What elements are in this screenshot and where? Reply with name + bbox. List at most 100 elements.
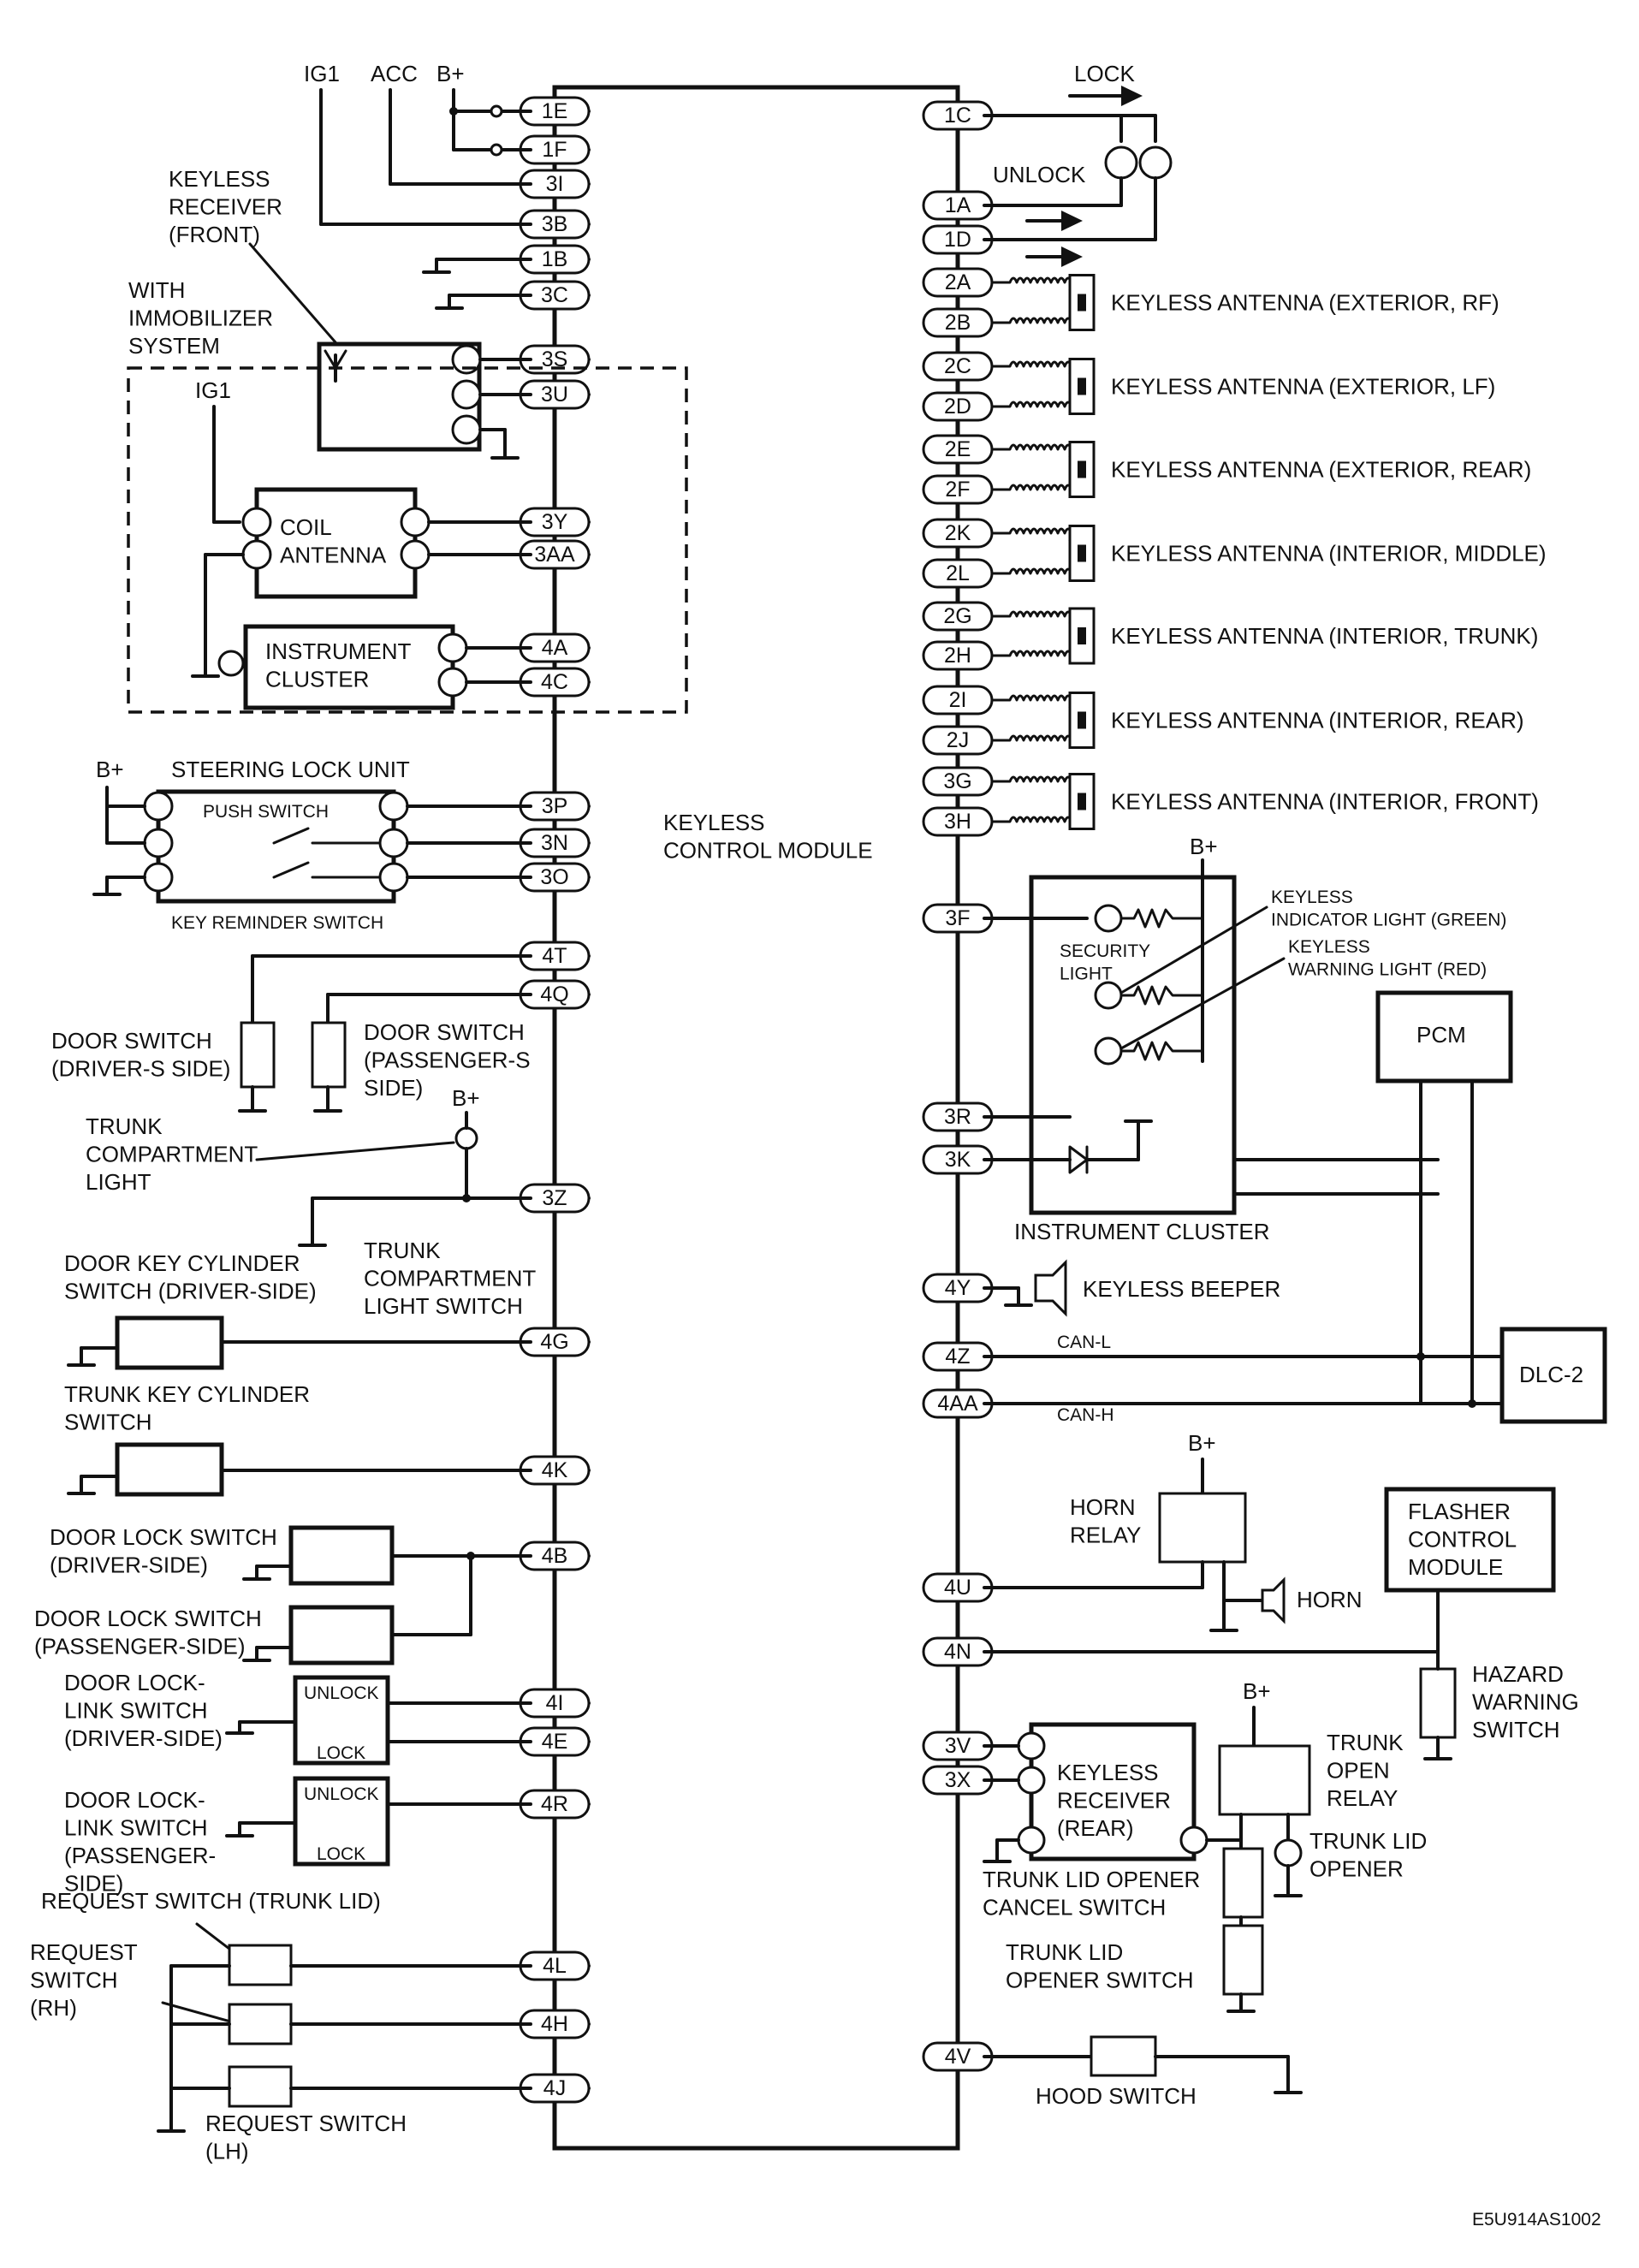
connector-pin: 4G — [519, 1327, 591, 1357]
connector-pin: 3I — [519, 169, 591, 199]
pin-label: 3R — [944, 1105, 971, 1129]
pin-label: 2C — [944, 354, 971, 378]
connector-pin: 2G — [922, 601, 994, 632]
pin-label: 3H — [944, 810, 971, 834]
pin-label: 3G — [943, 769, 971, 793]
request-switch-lh-label: REQUEST SWITCH(LH) — [205, 2111, 407, 2164]
push-switch-label: PUSH SWITCH — [203, 802, 329, 822]
keyless-antenna: KEYLESS ANTENNA (EXTERIOR, REAR) — [990, 441, 1531, 498]
connector-pin: 3V — [922, 1731, 994, 1761]
connector-pin: 1F — [519, 134, 591, 165]
keyless-antenna: KEYLESS ANTENNA (INTERIOR, REAR) — [990, 692, 1524, 749]
door-lock-switches: DOOR LOCK SWITCH(DRIVER-SIDE) DOOR LOCK … — [34, 1524, 532, 1665]
unlock-tag-driver: UNLOCK — [304, 1683, 379, 1703]
pin-label: 2I — [949, 688, 967, 712]
can-bus: CAN-L CAN-H DLC-2 — [983, 1327, 1607, 1425]
keyless-beeper-label: KEYLESS BEEPER — [1083, 1276, 1280, 1302]
door-lock-link-switch-passenger-label: DOOR LOCK-LINK SWITCH(PASSENGER-SIDE) — [64, 1787, 216, 1897]
connector-pin: 3Z — [519, 1183, 591, 1214]
lock-tag-driver: LOCK — [317, 1743, 365, 1763]
door-switches: DOOR SWITCH(DRIVER-S SIDE) DOOR SWITCH(P… — [51, 954, 532, 1113]
pin-label: 2B — [945, 311, 971, 335]
keyless-antenna-label: KEYLESS ANTENNA (INTERIOR, TRUNK) — [1111, 623, 1538, 649]
pin-label: 2J — [947, 728, 969, 752]
pin-label: 3F — [945, 906, 970, 930]
connector-pin: 4C — [519, 667, 591, 698]
connector-pin: 4A — [519, 632, 591, 663]
can-h-label: CAN-H — [1057, 1405, 1114, 1425]
pin-label: 4H — [541, 2012, 568, 2036]
pin-label: 3Z — [542, 1186, 567, 1210]
connector-pin: 3P — [519, 791, 591, 822]
connector-pin: 4AA — [922, 1388, 994, 1419]
lock-tag-passenger: LOCK — [317, 1844, 365, 1864]
pin-label: 3K — [945, 1148, 971, 1172]
pin-label: 1F — [542, 138, 567, 162]
figure-code: E5U914AS1002 — [1472, 2210, 1601, 2229]
door-lock-switch-driver-label: DOOR LOCK SWITCH(DRIVER-SIDE) — [50, 1524, 277, 1578]
connector-pin: 2D — [922, 391, 994, 422]
pin-label: 1B — [542, 247, 568, 271]
cluster-bplus-label: B+ — [1190, 834, 1218, 859]
connector-pin: 4Y — [922, 1273, 994, 1303]
connector-pin: 3X — [922, 1765, 994, 1796]
ig1-immob-label: IG1 — [195, 377, 231, 403]
hood-switch: HOOD SWITCH — [983, 2035, 1303, 2109]
connector-pin: 3B — [519, 209, 591, 240]
connector-pin: 2L — [922, 558, 994, 589]
pin-label: 4Z — [945, 1345, 970, 1369]
connector-pin: 4B — [519, 1541, 591, 1571]
door-switch-driver-label: DOOR SWITCH(DRIVER-S SIDE) — [51, 1028, 230, 1082]
pin-label: 2G — [943, 604, 971, 628]
pin-label: 4A — [542, 636, 568, 660]
pin-label: 3O — [540, 865, 568, 889]
pcm-label: PCM — [1416, 1022, 1466, 1048]
connector-pin: 3O — [519, 862, 591, 893]
door-lock-switch-passenger-label: DOOR LOCK SWITCH(PASSENGER-SIDE) — [34, 1606, 262, 1659]
connector-pin: 2H — [922, 640, 994, 671]
pin-label: 4C — [541, 670, 568, 694]
right-connector-pins: 1C1A1D2A2B2C2D2E2F2K2L2G2H2I2J3G3H3F3R3K… — [922, 100, 994, 2072]
connector-pin: 2C — [922, 351, 994, 382]
pin-label: 4K — [542, 1458, 568, 1482]
pcm-module: PCM — [1375, 990, 1513, 1405]
pin-label: 4N — [944, 1640, 971, 1664]
dlc2-label: DLC-2 — [1519, 1362, 1583, 1387]
keyless-antenna: KEYLESS ANTENNA (EXTERIOR, LF) — [990, 358, 1495, 415]
steering-bplus-label: B+ — [96, 757, 124, 782]
connector-pin: 2B — [922, 307, 994, 338]
request-switch-trunk-label: REQUEST SWITCH (TRUNK LID) — [41, 1888, 381, 1914]
key-reminder-switch-label: KEY REMINDER SWITCH — [171, 913, 383, 933]
pin-label: 4R — [541, 1792, 568, 1816]
keyless-antenna-label: KEYLESS ANTENNA (EXTERIOR, RF) — [1111, 290, 1499, 316]
door-lock-link-switch-driver-label: DOOR LOCK-LINK SWITCH(DRIVER-SIDE) — [64, 1670, 223, 1751]
horn-label: HORN — [1297, 1587, 1363, 1612]
pin-label: 2A — [945, 270, 971, 294]
pin-label: 1D — [944, 228, 971, 252]
pin-label: 4Y — [945, 1276, 971, 1300]
pin-label: 2E — [945, 437, 971, 461]
connector-pin: 2A — [922, 267, 994, 298]
connector-pin: 1E — [519, 96, 591, 127]
steering-lock-unit: STEERING LOCK UNIT B+ PUSH SWITCH KEY RE… — [92, 757, 532, 933]
steering-lock-unit-label: STEERING LOCK UNIT — [171, 757, 410, 782]
pin-label: 4V — [945, 2045, 971, 2069]
connector-pin: 1A — [922, 190, 994, 221]
pin-label: 2K — [945, 521, 971, 545]
pin-label: 4L — [543, 1954, 567, 1978]
keyless-antenna-label: KEYLESS ANTENNA (EXTERIOR, LF) — [1111, 374, 1495, 400]
